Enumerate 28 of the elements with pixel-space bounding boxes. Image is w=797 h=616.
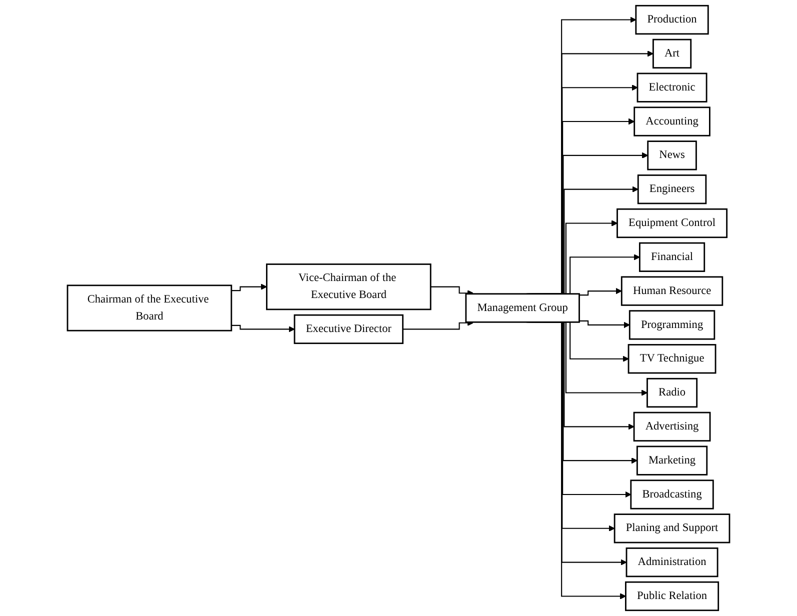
node-box: Engineers bbox=[637, 174, 707, 204]
node-box: Executive Director bbox=[294, 314, 404, 344]
node-box: Planing and Support bbox=[614, 514, 730, 544]
node-box: Marketing bbox=[636, 446, 708, 476]
arrow bbox=[430, 286, 474, 296]
node-box: Advertising bbox=[633, 412, 711, 442]
node-box: Equipment Control bbox=[616, 208, 728, 238]
node-box: Art bbox=[652, 38, 692, 69]
arrow bbox=[402, 320, 474, 330]
arrow bbox=[231, 284, 267, 292]
node-box: Management Group bbox=[465, 293, 580, 323]
node-box: Electronic bbox=[636, 72, 708, 102]
node-box: Vice-Chairman of the Executive Board bbox=[266, 264, 432, 310]
node-box: Radio bbox=[646, 378, 698, 408]
node-box: Accounting bbox=[634, 106, 710, 136]
node-box: Administration bbox=[626, 547, 718, 578]
node-box: Production bbox=[635, 4, 709, 35]
node-box: Broadcasting bbox=[630, 480, 714, 510]
node-box: Programming bbox=[628, 310, 716, 340]
node-box: News bbox=[647, 140, 697, 170]
node-box: Human Resource bbox=[620, 276, 724, 306]
node-box: TV Technigue bbox=[628, 344, 716, 374]
arrow bbox=[231, 324, 295, 332]
arrow bbox=[579, 288, 622, 296]
arrow bbox=[579, 320, 630, 328]
node-box: Financial bbox=[638, 242, 706, 272]
node-box: Public Relation bbox=[625, 581, 720, 612]
node-box: Chairman of the Executive Board bbox=[66, 284, 232, 332]
